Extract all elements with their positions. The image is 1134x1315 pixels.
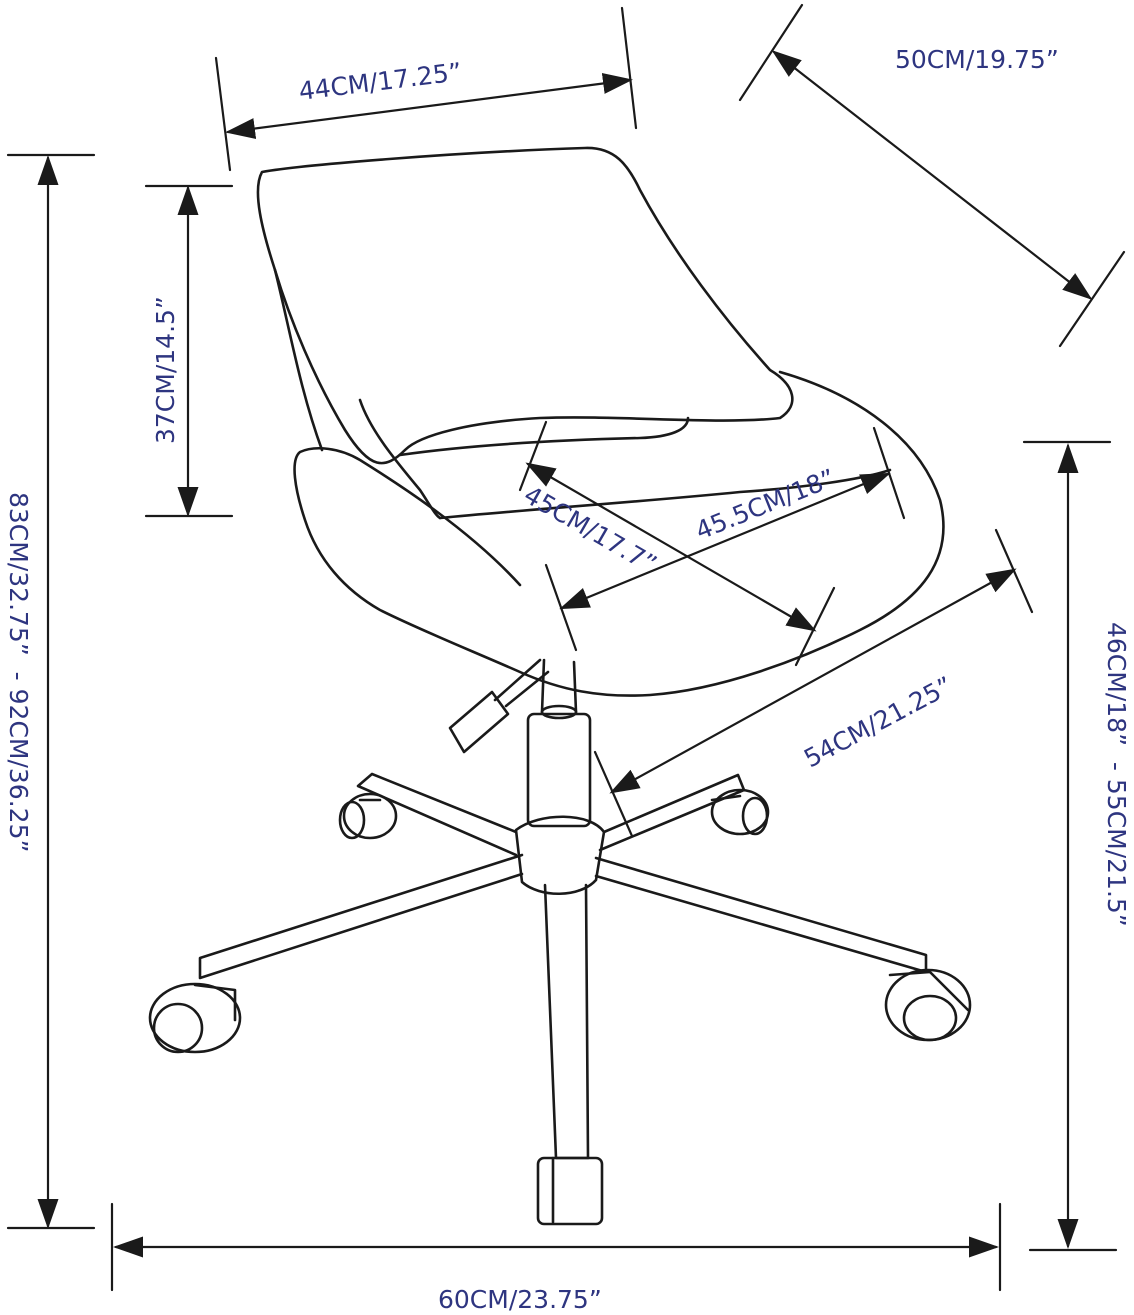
caster-back-left	[338, 792, 398, 840]
caster-back-right	[710, 788, 770, 836]
label-seat-depth-overall: 50CM/19.75”	[895, 45, 1059, 74]
gas-lift	[448, 658, 592, 828]
label-seat-width: 44CM/17.25”	[297, 57, 463, 106]
seat-shell	[293, 370, 945, 697]
label-back-height: 37CM/14.5”	[151, 296, 180, 444]
label-overall-height: 83CM/32.75” - 92CM/36.25”	[4, 492, 33, 852]
dimension-lines	[6, 3, 1126, 1292]
label-base-radius: 54CM/21.25”	[799, 671, 957, 774]
star-base	[198, 772, 928, 1226]
chair-illustration	[148, 146, 972, 1226]
backrest	[256, 146, 794, 465]
label-seat-inner-width: 45.5CM/18”	[691, 463, 839, 545]
caster-front-left	[148, 982, 242, 1054]
caster-front-right	[884, 968, 972, 1042]
dimension-labels: 44CM/17.25” 50CM/19.75” 37CM/14.5” 83CM/…	[4, 45, 1131, 1314]
label-seat-height: 46CM/18” - 55CM/21.5”	[1102, 622, 1131, 927]
label-base-width: 60CM/23.75”	[438, 1285, 602, 1314]
